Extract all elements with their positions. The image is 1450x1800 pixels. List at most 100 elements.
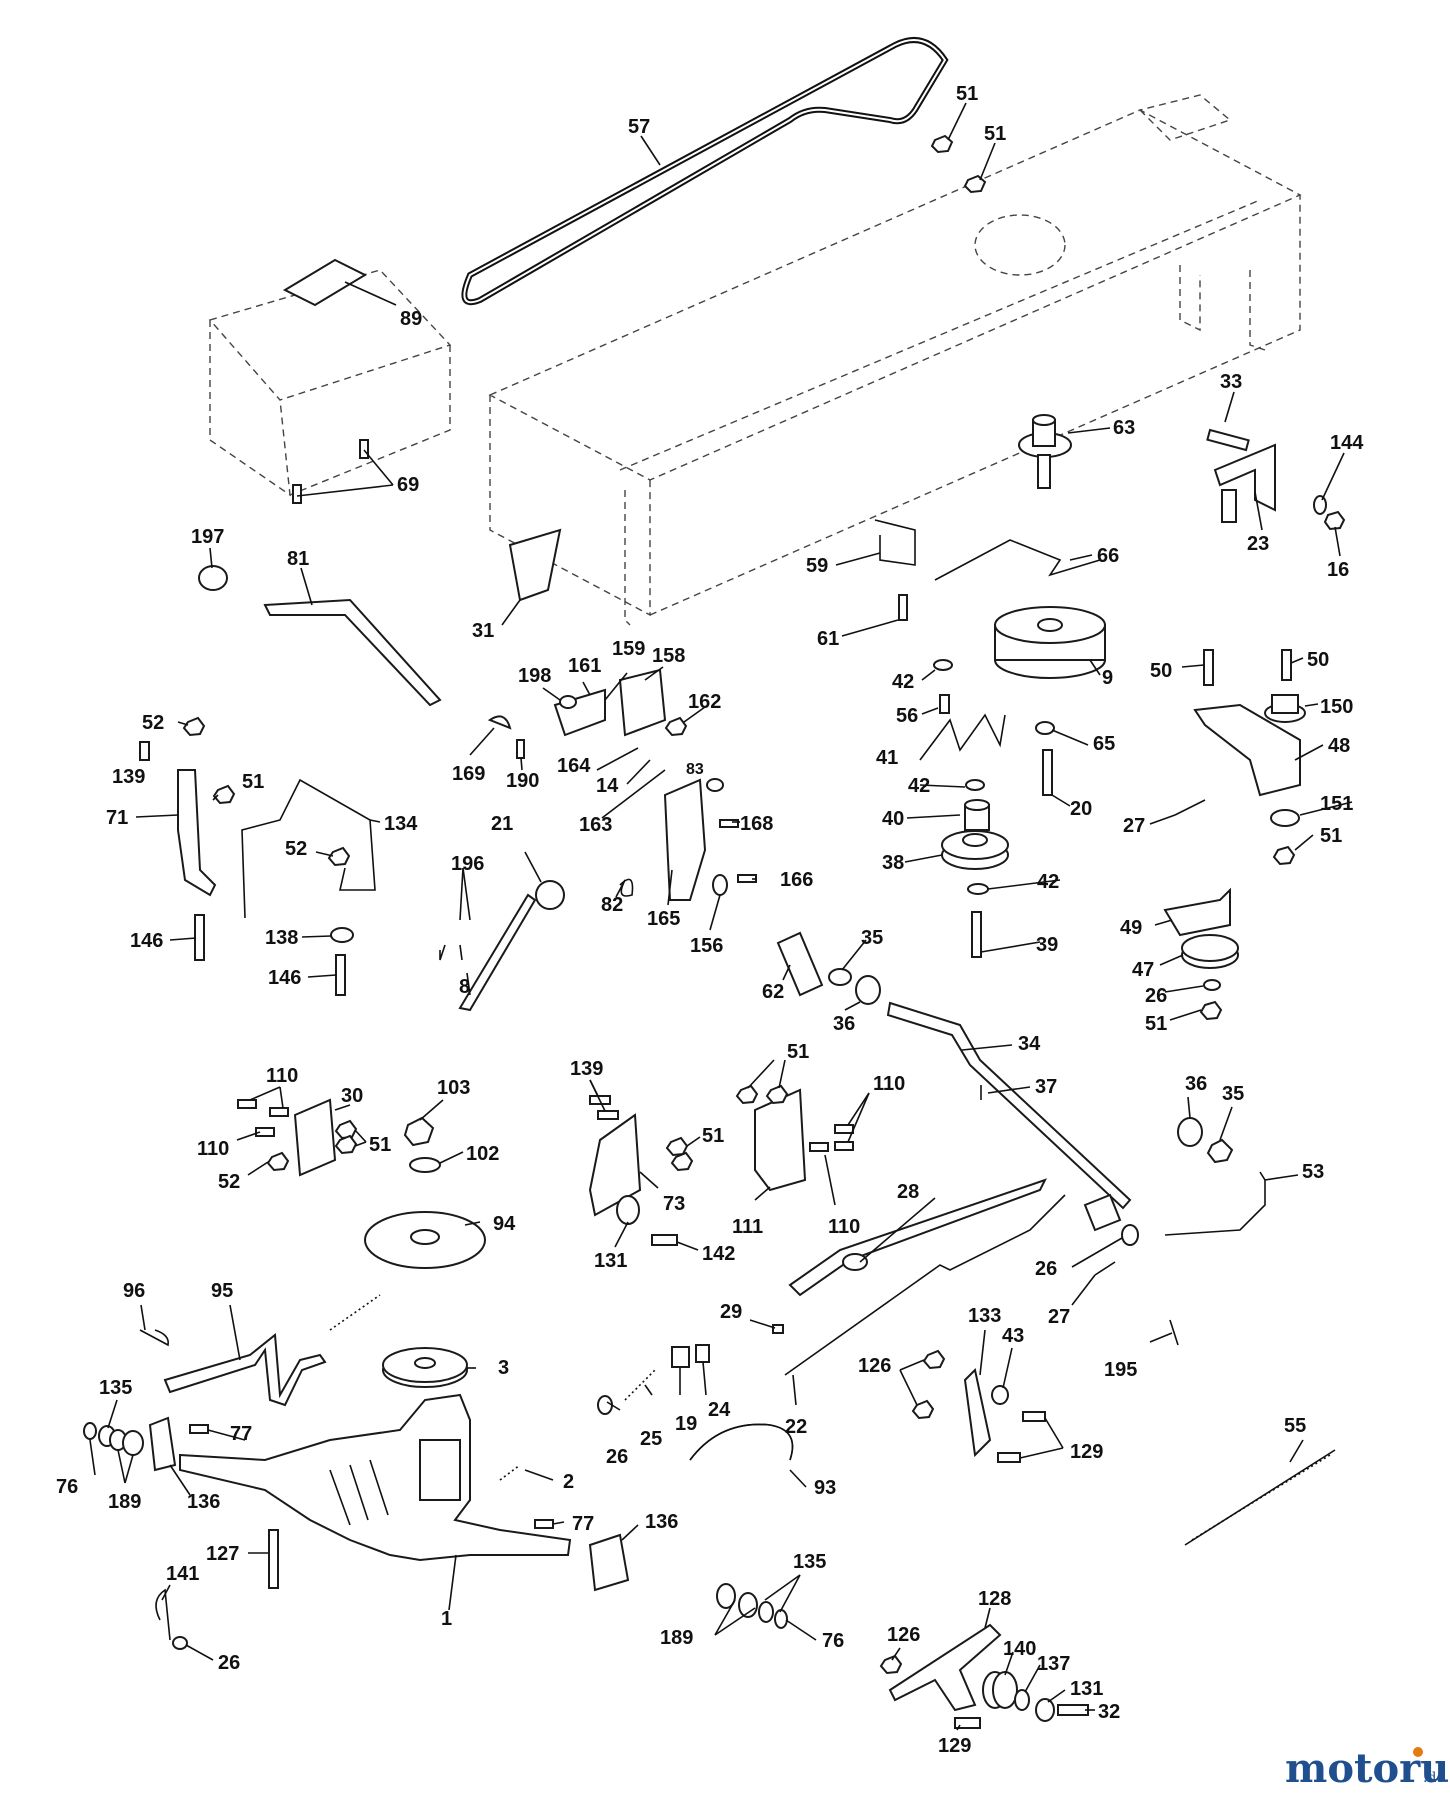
watermark-suffix: .de <box>1423 1770 1445 1786</box>
callout-50: 50 <box>1150 660 1172 682</box>
callout-136: 136 <box>187 1491 220 1513</box>
callout-134: 134 <box>384 813 418 835</box>
callout-41: 41 <box>876 747 898 769</box>
callout-52: 52 <box>142 712 164 734</box>
callout-36: 36 <box>1185 1073 1207 1095</box>
drive-belt <box>461 37 949 306</box>
callout-140: 140 <box>1003 1638 1036 1660</box>
callout-51: 51 <box>984 123 1006 145</box>
callout-59: 59 <box>806 555 828 577</box>
callout-110: 110 <box>266 1065 298 1087</box>
callout-76: 76 <box>822 1630 844 1652</box>
callout-2: 2 <box>563 1471 574 1493</box>
callout-53: 53 <box>1302 1161 1324 1183</box>
callout-50: 50 <box>1307 649 1329 671</box>
callout-195: 195 <box>1104 1359 1137 1381</box>
callout-39: 39 <box>1036 934 1058 956</box>
callout-47: 47 <box>1132 959 1154 981</box>
callout-24: 24 <box>708 1399 731 1421</box>
callout-158: 158 <box>652 645 685 667</box>
callout-31: 31 <box>472 620 494 642</box>
callout-48: 48 <box>1328 735 1350 757</box>
callout-27: 27 <box>1048 1306 1070 1328</box>
callout-26: 26 <box>1145 985 1167 1007</box>
callout-190: 190 <box>506 770 539 792</box>
callout-131: 131 <box>594 1250 627 1272</box>
callout-36: 36 <box>833 1013 855 1035</box>
callout-128: 128 <box>978 1588 1011 1610</box>
callout-51: 51 <box>956 83 978 105</box>
callout-164: 164 <box>557 755 591 777</box>
callout-110: 110 <box>828 1216 860 1238</box>
callout-40: 40 <box>882 808 904 830</box>
callout-29: 29 <box>720 1301 742 1323</box>
callout-19: 19 <box>675 1413 697 1435</box>
callout-77: 77 <box>572 1513 594 1535</box>
callout-77: 77 <box>230 1423 252 1445</box>
callout-57: 57 <box>628 116 650 138</box>
callout-142: 142 <box>702 1243 735 1265</box>
callout-42: 42 <box>892 671 914 693</box>
callout-76: 76 <box>56 1476 78 1498</box>
callout-73: 73 <box>663 1193 685 1215</box>
callout-189: 189 <box>660 1627 693 1649</box>
callout-110: 110 <box>873 1073 905 1095</box>
callout-139: 139 <box>112 766 145 788</box>
callout-189: 189 <box>108 1491 141 1513</box>
callout-51: 51 <box>787 1041 809 1063</box>
callout-14: 14 <box>596 775 619 797</box>
callout-198: 198 <box>518 665 551 687</box>
callout-26: 26 <box>1035 1258 1057 1280</box>
callout-61: 61 <box>817 628 839 650</box>
callout-55: 55 <box>1284 1415 1306 1437</box>
callout-62: 62 <box>762 981 784 1003</box>
callout-51: 51 <box>1145 1013 1167 1035</box>
callout-21: 21 <box>491 813 513 835</box>
callout-165: 165 <box>647 908 680 930</box>
callout-144: 144 <box>1330 432 1364 454</box>
callout-49: 49 <box>1120 917 1142 939</box>
callout-51: 51 <box>1320 825 1342 847</box>
leader-lines <box>89 102 1353 1731</box>
callout-23: 23 <box>1247 533 1269 555</box>
callout-139: 139 <box>570 1058 603 1080</box>
callout-96: 96 <box>123 1280 145 1302</box>
callout-52: 52 <box>218 1171 240 1193</box>
callout-93: 93 <box>814 1477 836 1499</box>
callout-42: 42 <box>908 775 930 797</box>
callout-126: 126 <box>887 1624 920 1646</box>
callout-168: 168 <box>740 813 773 835</box>
callout-25: 25 <box>640 1428 662 1450</box>
callout-37: 37 <box>1035 1076 1057 1098</box>
callout-35: 35 <box>861 927 883 949</box>
callout-38: 38 <box>882 852 904 874</box>
callout-83: 83 <box>686 761 704 778</box>
callout-131: 131 <box>1070 1678 1103 1700</box>
callout-135: 135 <box>99 1377 132 1399</box>
callout-8: 8 <box>459 976 470 998</box>
callout-141: 141 <box>166 1563 199 1585</box>
callout-150: 150 <box>1320 696 1353 718</box>
callout-32: 32 <box>1098 1701 1120 1723</box>
callout-42: 42 <box>1037 871 1059 893</box>
callout-94: 94 <box>493 1213 516 1235</box>
callout-35: 35 <box>1222 1083 1244 1105</box>
callout-labels: 57 51 51 89 69 63 33 144 23 16 197 81 31… <box>56 83 1364 1757</box>
callout-63: 63 <box>1113 417 1135 439</box>
callout-52: 52 <box>285 838 307 860</box>
watermark-dot-icon <box>1413 1747 1423 1757</box>
callout-26: 26 <box>606 1446 628 1468</box>
callout-102: 102 <box>466 1143 499 1165</box>
callout-133: 133 <box>968 1305 1001 1327</box>
callout-26: 26 <box>218 1652 240 1674</box>
callout-27: 27 <box>1123 815 1145 837</box>
callout-51: 51 <box>369 1134 391 1156</box>
callout-28: 28 <box>897 1181 919 1203</box>
callout-135: 135 <box>793 1551 826 1573</box>
callout-51: 51 <box>702 1125 724 1147</box>
callout-166: 166 <box>780 869 813 891</box>
callout-163: 163 <box>579 814 612 836</box>
callout-56: 56 <box>896 705 918 727</box>
